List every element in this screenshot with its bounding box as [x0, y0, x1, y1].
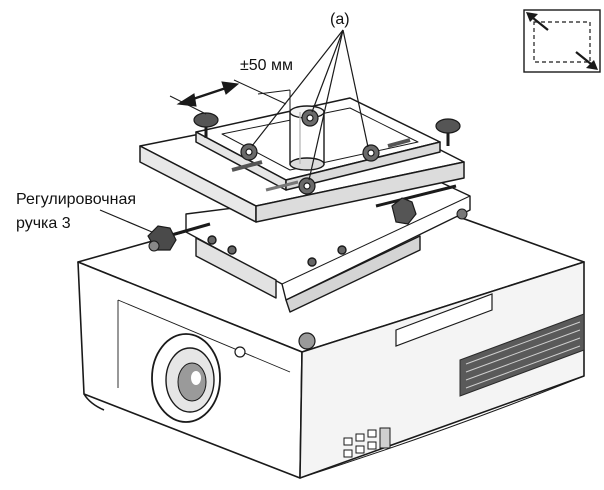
offset-guides [169, 79, 291, 115]
knob-label-line2: ручка 3 [16, 215, 71, 232]
lens [151, 333, 221, 423]
front-indicator [234, 346, 246, 358]
screws-a [240, 109, 380, 195]
callout-a-label: (a) [330, 11, 350, 28]
offset-double-arrow [176, 81, 240, 107]
knob-label-line1: Регулировочная [16, 191, 136, 208]
foot-screw [298, 332, 316, 350]
control-buttons [343, 427, 391, 458]
corner-knob-right [435, 118, 461, 146]
rear-screw [456, 208, 468, 220]
diagonal-adjust-icon [523, 9, 601, 73]
top-slot [395, 293, 493, 347]
callout-a-leaders [251, 29, 369, 181]
left-foot [148, 240, 160, 252]
offset-label: ±50 мм [240, 57, 293, 74]
adjust-rod-right [375, 184, 457, 225]
mount-plate [139, 97, 465, 223]
corner-knob-left [193, 112, 219, 138]
vent-grille [459, 313, 585, 397]
